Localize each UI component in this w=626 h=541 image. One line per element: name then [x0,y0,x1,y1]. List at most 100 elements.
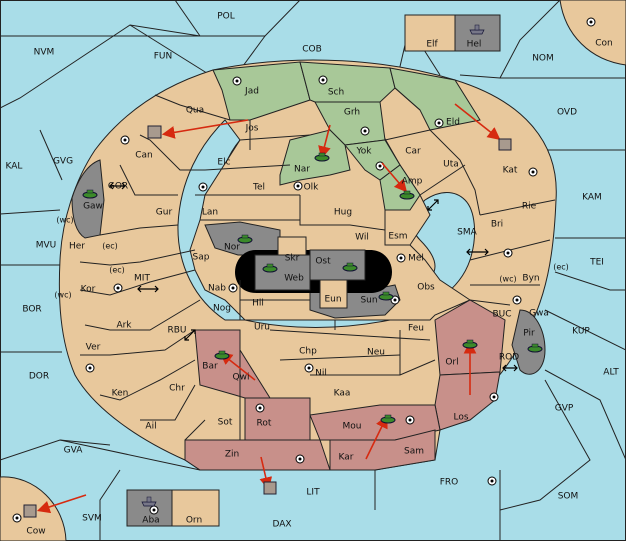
label-Cow: Cow [26,527,45,537]
label-Uru: Uru [254,323,270,333]
label-Her: Her [69,242,85,252]
label-Jos: Jos [245,124,259,134]
label-Feu: Feu [408,324,424,334]
label-Neu: Neu [367,348,385,358]
province-borders [79,87,556,441]
coast-connections [109,182,518,372]
label-Eld: Eld [446,118,460,128]
army-ost [342,262,358,272]
label-OVD: OVD [557,108,577,118]
label-Nab: Nab [208,284,226,294]
land-labels: Elf Hel Con Jad Sch Qua Jos Grh Can Eld … [26,39,612,537]
label-GVG: GVG [53,157,73,167]
label-Mou: Mou [343,422,362,432]
label-Jad: Jad [244,87,259,97]
label-GOR: GOR [108,182,128,192]
label-Esm: Esm [388,232,407,242]
label-ec1: (ec) [102,242,118,251]
label-ROD: ROD [499,353,519,363]
label-Grh: Grh [344,108,360,118]
label-Elf: Elf [426,40,438,50]
label-Kat: Kat [503,166,518,176]
army-amp [399,190,415,200]
army-orl [462,339,478,349]
label-Qua: Qua [186,106,204,116]
label-Hug: Hug [334,208,352,218]
fleet-hel [469,24,485,35]
label-Sun: Sun [360,296,377,306]
label-Sap: Sap [193,253,210,263]
orn-tile [171,489,220,527]
fleet-aba [141,496,157,507]
label-wc2: (wc) [54,291,71,300]
label-Nog: Nog [213,304,231,314]
label-Can: Can [135,151,153,161]
label-Bar: Bar [202,362,218,372]
label-Zin: Zin [225,450,239,460]
label-Mel: Mel [408,254,424,264]
label-POL: POL [217,12,235,22]
label-Con: Con [595,39,613,49]
label-DOR: DOR [29,372,49,382]
label-KAL: KAL [6,162,23,172]
label-FUN: FUN [154,52,173,62]
label-Kar: Kar [339,453,354,463]
army-bar [214,350,230,360]
label-KAM: KAM [582,193,602,203]
label-Ail: Ail [145,422,156,432]
label-Skr: Skr [285,254,300,264]
label-BUC: BUC [492,310,511,320]
label-Car: Car [405,147,421,157]
label-KUP: KUP [572,327,590,337]
label-MVU: MVU [36,241,57,251]
label-ALT: ALT [603,368,619,378]
label-Orl: Orl [445,358,458,368]
label-SMA: SMA [457,228,477,238]
label-Wil: Wil [355,233,369,243]
label-Rie: Rie [522,202,537,212]
label-Byn: Byn [522,274,539,284]
label-Olk: Olk [304,183,320,193]
label-Gaw: Gaw [83,202,103,212]
label-GVA: GVA [64,446,84,456]
label-Obs: Obs [417,283,435,293]
label-NOM: NOM [532,54,554,64]
label-GVP: GVP [555,404,574,414]
label-Ark: Ark [116,321,132,331]
army-mou [380,414,396,424]
label-ec2: (ec) [109,266,125,275]
supply-centres [12,17,596,523]
dislodge-can [147,125,162,139]
label-Qwi: Qwi [233,373,250,383]
label-Uta: Uta [443,160,459,170]
label-Eun: Eun [324,295,341,305]
label-LIT: LIT [306,488,320,498]
army-gaw [82,189,98,199]
label-SOM: SOM [558,492,579,502]
army-nor [237,234,253,244]
label-Gur: Gur [156,208,173,218]
label-NVM: NVM [34,48,55,58]
army-web [262,263,278,273]
label-Ken: Ken [112,389,129,399]
label-Los: Los [453,413,468,423]
dislodge-lit [263,481,277,495]
label-COB: COB [302,45,322,55]
label-Nil: Nil [315,369,327,379]
label-Pir: Pir [523,329,535,339]
sea-labels: POL NVM FUN COB NOM OVD KAL GVG GOR KAM … [6,12,620,530]
label-wc1: (wc) [56,216,73,225]
dislodge-cow [23,504,37,518]
label-Rot: Rot [257,419,272,429]
label-BOR: BOR [22,305,41,315]
elf-tile [404,14,456,52]
label-MIT: MIT [134,274,150,284]
label-DAX: DAX [272,520,291,530]
label-Orn: Orn [186,516,202,526]
label-ec3: (ec) [553,263,569,272]
label-Kaa: Kaa [334,389,351,399]
label-Nar: Nar [294,165,310,175]
label-Sam: Sam [404,447,424,457]
